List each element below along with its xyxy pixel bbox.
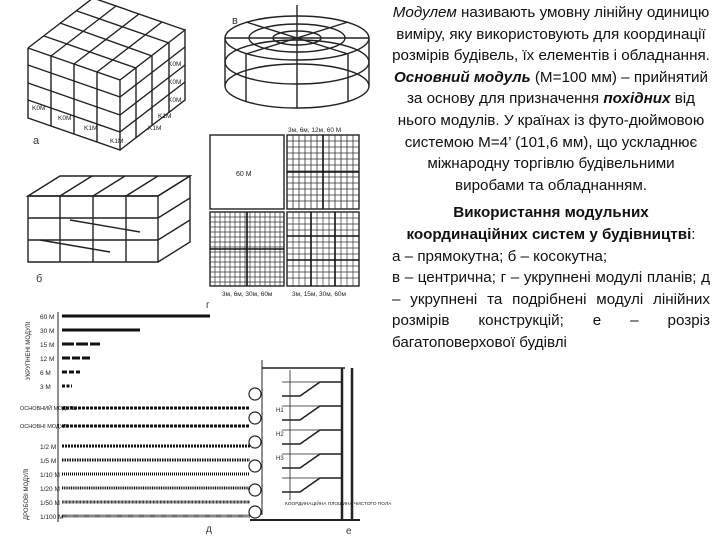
module-scale-drawing: УКРУПНЕНІ МОДУЛІ 60 М 30 М 15 М 12 М 6 М… [20, 312, 250, 522]
figure-heading: Використання модульних координаційних си… [392, 202, 710, 245]
label-v: в [232, 15, 238, 27]
label-a: а [33, 135, 40, 147]
scale-label: 6 М [40, 370, 51, 377]
scale-label: 15 М [40, 342, 54, 349]
dim-label: K1M [84, 125, 97, 132]
scale-label: 1/50 М [40, 500, 60, 507]
definition-paragraph: Модулем називають умовну лінійну одиницю… [392, 2, 710, 196]
label-e: е [346, 526, 352, 537]
dim-label: K0M [58, 115, 71, 122]
scale-label: 60 М [40, 314, 54, 321]
caption-line: в – центрична; г – укрупнені модулі план… [392, 269, 710, 351]
grid-label: 60 М [236, 171, 252, 178]
term-module: Модулем [392, 4, 457, 21]
modular-systems-figure: K0M K0M K0M K1M K1M K0M K0M K1M K1M а в [20, 0, 392, 537]
figure-heading-colon: : [691, 225, 696, 243]
dim-label: K1M [148, 125, 161, 132]
illustration-panel: K0M K0M K0M K1M K1M K0M K0M K1M K1M а в [20, 0, 392, 537]
scale-label: 1/10 М [40, 472, 60, 479]
definition-text: (М=100 мм) – прийнятий за основу для при… [406, 68, 708, 108]
scale-label: ОСНОВНИЙ МОДУЛЬ [20, 404, 77, 412]
term-basic-module: Основний модуль [393, 68, 531, 86]
dim-label: K0M [168, 79, 181, 86]
scale-label: 1/100 М [40, 514, 64, 521]
scale-label: 30 М [40, 328, 54, 335]
grid-label: 3м, 6м, 30м, 60м [222, 291, 273, 298]
scale-label: 1/5 М [40, 458, 56, 465]
oblique-grid-drawing [25, 174, 193, 263]
scale-label: 1/20 М [40, 486, 60, 493]
term-derived: похідних [603, 90, 671, 108]
dim-label: K0M [168, 61, 181, 68]
dim-label: K0M [32, 105, 45, 112]
label-g: г [206, 300, 210, 311]
scale-label: 1/2 М [40, 444, 56, 451]
rectangular-grid-drawing [27, 0, 186, 151]
section-dims: Н1 Н2 Н3 [276, 408, 284, 462]
centric-grid-drawing [224, 5, 370, 109]
label-b: б [36, 273, 42, 285]
figure-heading-text: Використання модульних координаційних си… [406, 204, 692, 243]
dim-label: Н1 [276, 408, 284, 414]
building-section-drawing [248, 360, 360, 521]
dim-label: K1M [158, 113, 171, 120]
scale-caption: УКРУПНЕНІ МОДУЛІ [26, 321, 32, 380]
rectangular-grid-dims: K0M K0M K0M K1M K1M K0M K0M K1M K1M [32, 61, 181, 145]
scale-label: ОСНОВНІ МОДУЛІ [20, 424, 69, 430]
label-d: д [206, 524, 212, 535]
plan-modules-drawing: 3м, 6м, 12м, 60 М 60 М 3м, 6м, 30м, 60м … [209, 127, 360, 298]
dim-label: Н2 [276, 432, 284, 438]
definition-text: називають умовну лінійну одиницю виміру,… [392, 4, 710, 65]
dim-label: K1M [110, 138, 123, 145]
definition-text: від нього модулів. У країнах із футо-дюй… [397, 90, 705, 194]
scale-label: 12 М [40, 356, 54, 363]
section-note: КООРДИНАЦІЙНА ПЛОЩИНА ЧИСТОГО ПОЛА [285, 499, 392, 507]
dim-label: Н3 [276, 456, 284, 462]
dim-label: K0M [168, 97, 181, 104]
scale-label: 3 М [40, 384, 51, 391]
scale-caption: ДРОБОВІ МОДУЛІ [24, 468, 30, 520]
grid-label: 3м, 15м, 30м, 60м [292, 291, 347, 298]
text-column: Модулем називають умовну лінійну одиницю… [392, 2, 710, 354]
grid-label: 3м, 6м, 12м, 60 М [288, 127, 341, 134]
caption-line: а – прямокутна; б – косокутна; [392, 247, 608, 265]
